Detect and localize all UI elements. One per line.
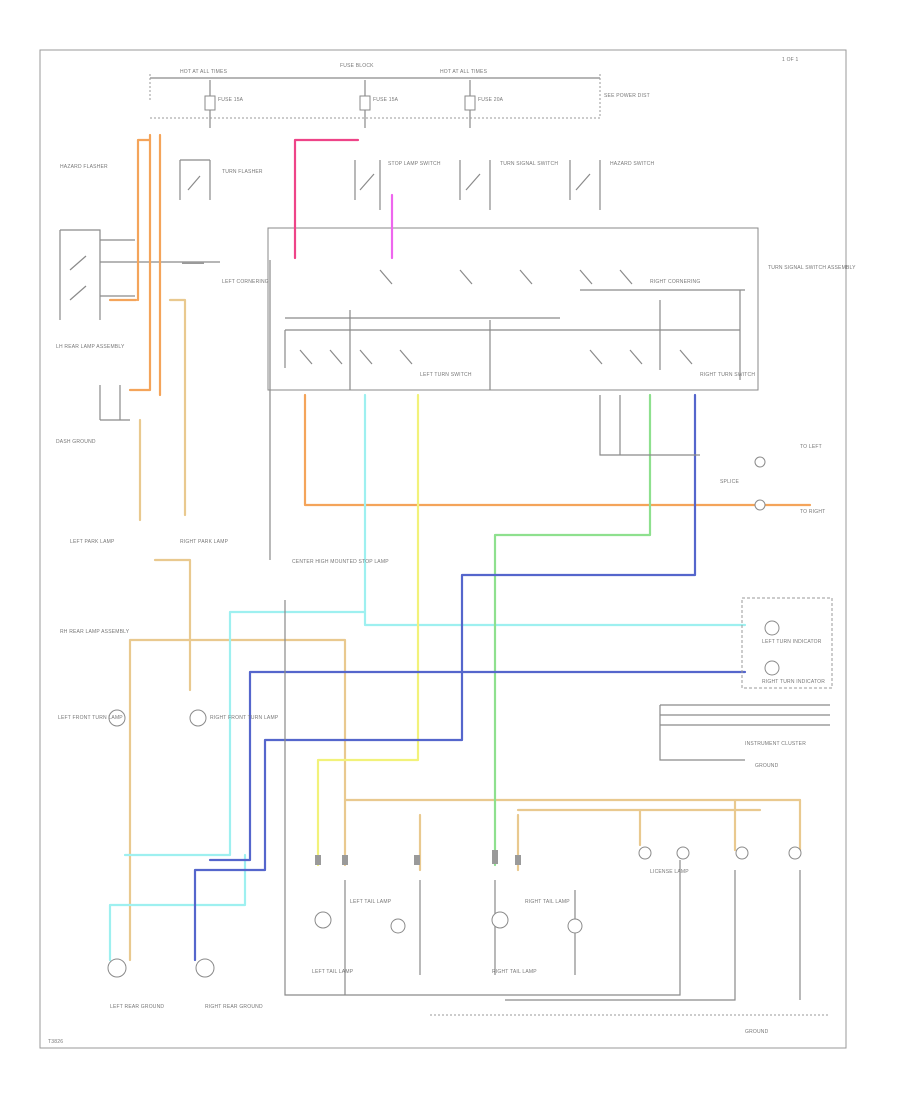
right-front-turn-lamp-icon (189, 709, 207, 727)
wire-yellow (316, 393, 420, 867)
label-switch-assembly: TURN SIGNAL SWITCH ASSEMBLY (768, 265, 856, 271)
label-to-left: TO LEFT (800, 444, 822, 450)
wire-orange (108, 133, 812, 507)
figure-id: T3826 (48, 1039, 64, 1045)
label-splice: SPLICE (720, 479, 739, 485)
label-instrument-cluster: INSTRUMENT CLUSTER (745, 741, 807, 747)
wire-tan (128, 298, 802, 962)
label-high-mount-stop: CENTER HIGH MOUNTED STOP LAMP (292, 559, 389, 565)
label-hazard-flasher: HAZARD FLASHER (60, 164, 108, 170)
label-left-cornering: LEFT CORNERING (222, 279, 269, 285)
instrument-cluster-box (741, 597, 833, 689)
label-license-lamp: LICENSE LAMP (650, 869, 689, 875)
label-to-right: TO RIGHT (800, 509, 826, 515)
label-left-tail: LEFT TAIL LAMP (350, 899, 392, 905)
label-left-rear-ground: LEFT REAR GROUND (110, 1004, 165, 1010)
label-fuse-b: FUSE 15A (373, 97, 399, 103)
label-right-turn-indicator: RIGHT TURN INDICATOR (762, 679, 826, 685)
label-left-front-lamp: LEFT FRONT TURN LAMP (58, 715, 123, 721)
label-right-tail: RIGHT TAIL LAMP (525, 899, 570, 905)
label-fuse-block: FUSE BLOCK (340, 63, 374, 69)
label-left-turn-indicator: LEFT TURN INDICATOR (762, 639, 822, 645)
ground-wires (269, 260, 830, 1016)
label-right-cornering: RIGHT CORNERING (650, 279, 701, 285)
label-turn-flasher: TURN FLASHER (222, 169, 263, 175)
diagram-frame (39, 49, 847, 1049)
left-switch-cluster (59, 229, 220, 421)
right-rear-lamp-icon (195, 958, 215, 978)
label-lh-rear-assembly: LH REAR LAMP ASSEMBLY (56, 344, 125, 350)
label-turn-signal-switch: TURN SIGNAL SWITCH (500, 161, 559, 167)
label-hazard-switch: HAZARD SWITCH (610, 161, 655, 167)
flasher-switches (179, 159, 601, 210)
left-rear-lamp-icon (107, 958, 127, 978)
label-front-park-left: LEFT PARK LAMP (70, 539, 115, 545)
label-hot-right: HOT AT ALL TIMES (440, 69, 488, 75)
label-right-tail-lower: RIGHT TAIL LAMP (492, 969, 537, 975)
wire-light-blue (108, 393, 747, 962)
label-right-front-lamp: RIGHT FRONT TURN LAMP (210, 715, 279, 721)
wire-pink (293, 138, 360, 260)
label-dash-ground: DASH GROUND (56, 439, 96, 445)
label-hot-left: HOT AT ALL TIMES (180, 69, 228, 75)
turn-signal-switch-assembly (267, 227, 759, 391)
label-front-park-right: RIGHT PARK LAMP (180, 539, 229, 545)
wire-green (493, 393, 652, 867)
label-fuse-a: FUSE 15A (218, 97, 244, 103)
connectors (182, 262, 521, 865)
label-left-tail-lower: LEFT TAIL LAMP (312, 969, 354, 975)
fuse-block (149, 74, 601, 128)
sheet-label: 1 OF 1 (782, 57, 799, 63)
label-right-turn-switch: RIGHT TURN SWITCH (700, 372, 756, 378)
label-left-turn-switch: LEFT TURN SWITCH (420, 372, 472, 378)
label-brake-switch: STOP LAMP SWITCH (388, 161, 441, 167)
label-ground-lower: GROUND (745, 1029, 769, 1035)
label-power-dist: SEE POWER DIST (604, 93, 650, 99)
left-front-turn-lamp-icon (108, 709, 126, 727)
label-fuse-c: FUSE 20A (478, 97, 504, 103)
label-rh-rear-assembly: RH REAR LAMP ASSEMBLY (60, 629, 130, 635)
label-right-rear-ground: RIGHT REAR GROUND (205, 1004, 263, 1010)
label-ground: GROUND (755, 763, 779, 769)
wire-dark-blue (193, 393, 747, 962)
lamps (107, 456, 802, 978)
